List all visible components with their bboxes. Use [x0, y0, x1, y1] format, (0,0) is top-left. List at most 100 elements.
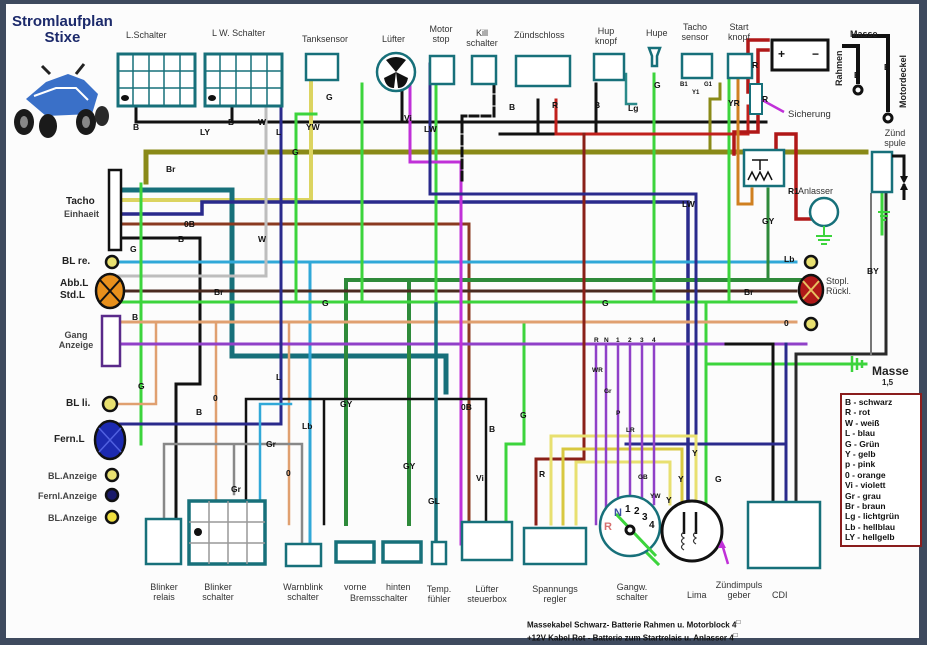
wl-l-2: L — [276, 372, 281, 382]
label-motordeckel: Motordeckel — [898, 54, 908, 108]
gang-anzeige-box — [100, 314, 122, 368]
label-bl-li: BL li. — [66, 398, 91, 409]
wire-blue-lw — [428, 62, 698, 526]
wl-masse-b-1: B — [854, 70, 860, 80]
wl-y-1: Y — [666, 495, 672, 505]
wl-r1: R1 — [788, 186, 799, 196]
legend-code: 0 — [845, 469, 850, 480]
legend-item: L - blau — [845, 428, 917, 438]
legend-item: B - schwarz — [845, 397, 917, 407]
label-lima: Lima — [687, 590, 707, 600]
label-motor-stop: Motor stop — [429, 24, 453, 44]
bl-anzeige-1-lamp — [104, 467, 120, 483]
legend-color-name: Grün — [859, 438, 880, 449]
label-fernl-anzeige: Fernl.Anzeige — [38, 491, 98, 501]
legend-item: 0 - orange — [845, 470, 917, 480]
gangw-schalter-pointer — [614, 512, 658, 558]
wl-g1: G1 — [704, 82, 713, 88]
wire-grey — [114, 102, 268, 278]
wire-green-v2 — [294, 112, 318, 304]
lima-icon — [660, 499, 724, 563]
wl-b-1: B — [133, 122, 139, 132]
brems-hinten-box — [381, 540, 423, 564]
label-gangw-schalter: Gangw. schalter — [616, 582, 648, 602]
legend-sep: - — [851, 407, 859, 418]
label-rueckl: Rückl. — [826, 286, 852, 296]
legend-item: Lb - hellblau — [845, 522, 917, 532]
legend-color-name: weiß — [860, 417, 880, 428]
l-schalter-grid — [118, 54, 195, 106]
legend-color-name: lichtgrün — [862, 511, 900, 522]
wl-gear-3-top: 3 — [640, 337, 644, 344]
dial-2: 2 — [634, 506, 640, 517]
wl-b-5: B — [489, 424, 495, 434]
wl-gb: GB — [638, 474, 648, 481]
label-sicherung: Sicherung — [788, 109, 831, 120]
anlasser-icon — [808, 196, 840, 228]
legend-code: LY — [845, 532, 855, 543]
wl-r-4: R — [539, 469, 545, 479]
cdi-box — [746, 500, 822, 570]
label-luefter: Lüfter — [382, 34, 406, 44]
wl-gear-n-top: N — [604, 337, 609, 344]
wl-b-3: B — [509, 102, 515, 112]
wl-b-vert: B — [196, 407, 202, 417]
label-lw-schalter: L W. Schalter — [212, 28, 266, 38]
switch-dot-3 — [194, 528, 202, 536]
wl-b1: B1 — [680, 82, 688, 88]
tacho-einheit-box — [107, 168, 123, 252]
legend-sep: - — [850, 428, 858, 439]
wl-lb-1: Lb — [302, 421, 312, 431]
label-masse-top: Masse — [850, 29, 878, 39]
wl-b-2: B — [228, 117, 234, 127]
label-blinker-relais: Blinker relais — [150, 582, 178, 602]
wire-lg — [624, 72, 638, 106]
label-vorne: vorne — [344, 582, 367, 592]
dial-4: 4 — [649, 520, 655, 531]
zuendspule-box — [870, 150, 894, 194]
label-blinker-schalter: Blinker schalter — [202, 582, 234, 602]
legend-sep: - — [854, 532, 863, 543]
label-zuendspule: Zünd spule — [884, 128, 906, 148]
wl-ob-2: 0B — [461, 402, 472, 412]
wire-gr — [162, 442, 304, 546]
brems-vorne-box — [334, 540, 376, 564]
label-warnblink: Warnblink schalter — [283, 582, 323, 602]
wl-g-2: G — [326, 92, 333, 102]
diagram-title: Stromlaufplan Stixe — [12, 14, 113, 46]
wl-gr-1: Gr — [266, 439, 277, 449]
wire-kill-dashed — [460, 82, 496, 186]
wl-gy-2: GY — [340, 399, 353, 409]
title-line-2: Stixe — [44, 29, 81, 46]
wl-r-2: R — [752, 60, 758, 70]
legend-color-name: pink — [857, 459, 876, 470]
wl-o-1: 0 — [213, 393, 218, 403]
label-bl-anzeige-2: BL.Anzeige — [48, 513, 98, 523]
wl-br-left: Br — [214, 287, 224, 297]
label-start-knopf: Start knopf — [727, 22, 751, 42]
wl-g-3: G — [520, 410, 527, 420]
legend-sep: - — [855, 521, 863, 532]
legend-sep: - — [850, 459, 858, 470]
label-hinten: hinten — [386, 582, 411, 592]
wl-lb-right: Lb — [784, 254, 794, 264]
legend-sep: - — [849, 469, 858, 480]
legend-sep: - — [851, 438, 860, 449]
wire-black-cdi — [724, 342, 775, 536]
wl-p: P — [616, 410, 621, 417]
wire-black-top — [134, 62, 768, 136]
wl-g-vert: G — [138, 381, 145, 391]
legend-code: Y — [845, 449, 851, 460]
anlasser-ground-icon — [816, 226, 832, 245]
legend-color-name: grau — [862, 490, 881, 501]
dial-n: N — [614, 507, 622, 519]
label-einheit: Einhaeit — [64, 209, 100, 219]
legend-code: p — [845, 459, 851, 470]
wl-y1: Y1 — [692, 90, 700, 96]
wl-w-2: W — [258, 234, 267, 244]
legend-sep: - — [850, 449, 859, 460]
legend-color-name: hellblau — [862, 521, 896, 532]
wl-g-mid: G — [602, 298, 609, 308]
wl-g-1: G — [292, 147, 299, 157]
nummernschild-lamp — [803, 316, 819, 332]
